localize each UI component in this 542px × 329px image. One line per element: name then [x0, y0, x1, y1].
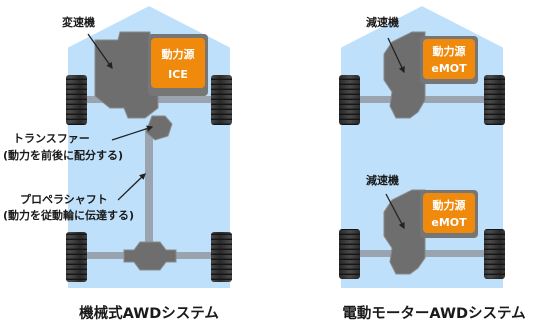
transfer-label-line2: (動力を前後に配分する) — [3, 148, 123, 162]
transmission-label: 変速機 — [62, 15, 95, 29]
propeller-shaft — [145, 128, 153, 243]
transfer-label-line1: トランスファー — [13, 132, 90, 145]
power-source-line2: ICE — [168, 68, 188, 81]
tire-front-left — [66, 75, 87, 125]
transfer-case — [145, 115, 173, 141]
tire-front-right — [211, 75, 232, 125]
tire-rear-right — [484, 229, 505, 279]
front-reducer-leader — [387, 37, 405, 74]
tire-rear-left — [66, 232, 87, 282]
rear-motor-badge — [423, 193, 475, 233]
rear-reducer — [383, 189, 426, 275]
front-reducer-label: 減速機 — [366, 15, 399, 29]
electric-awd-panel: 動力源 eMOT 動力源 eMOT 減速機 減速機 電動モーターAWDシステム — [339, 3, 526, 322]
rear-reducer-label: 減速機 — [366, 173, 399, 187]
transmission — [94, 31, 159, 119]
electric-caption: 電動モーターAWDシステム — [342, 305, 525, 322]
propshaft-label-line2: (動力を従動輪に伝達する) — [3, 208, 134, 222]
power-source-badge — [151, 38, 205, 88]
rear-differential — [123, 241, 177, 271]
tire-rear-right — [211, 232, 232, 282]
rear-motor-line1: 動力源 — [433, 198, 466, 212]
mechanical-awd-panel: 動力源 ICE 変速機 トランスファー (動力を前後に配分する) プロペラシャフ… — [3, 3, 232, 322]
mechanical-caption: 機械式AWDシステム — [79, 304, 219, 322]
tire-rear-left — [339, 229, 360, 279]
rear-motor-line2: eMOT — [431, 216, 467, 229]
front-motor-badge — [423, 39, 475, 79]
front-motor-line2: eMOT — [431, 62, 467, 75]
propshaft-leader — [117, 173, 146, 201]
rear-reducer-leader — [385, 193, 405, 230]
power-source-line1: 動力源 — [162, 47, 195, 61]
transfer-leader — [111, 125, 154, 141]
tire-front-right — [484, 75, 505, 125]
front-motor-line1: 動力源 — [433, 44, 466, 58]
tire-front-left — [339, 75, 360, 125]
front-reducer — [383, 31, 426, 119]
propshaft-label-line1: プロペラシャフト — [20, 192, 108, 206]
transmission-leader — [87, 33, 113, 70]
